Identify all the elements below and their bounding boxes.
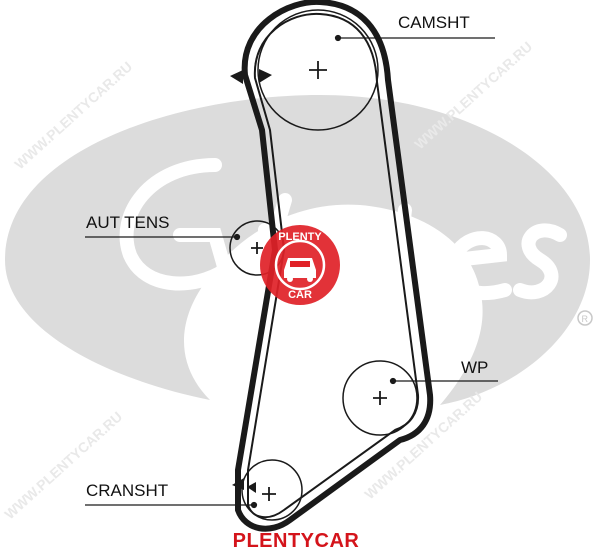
camshaft-pulley-circle	[257, 9, 379, 131]
water-pump-label: WP	[461, 358, 488, 377]
url-watermark-text: WWW.PLENTYCAR.RU	[361, 388, 485, 502]
water-pump-center-plus-icon	[373, 391, 387, 405]
car-icon	[284, 258, 316, 282]
camshaft-timing-mark-icon	[230, 70, 243, 84]
water-pump-circle	[342, 360, 418, 436]
stamp-inner-ring	[274, 239, 326, 291]
camshaft-timing-mark-icon	[259, 69, 272, 83]
crankshaft-center-plus-icon	[262, 487, 276, 501]
camshaft-pulley	[257, 9, 379, 131]
water-pump-leader-dot	[389, 377, 397, 385]
camshaft-label: CAMSHT	[398, 13, 470, 32]
registered-mark-icon	[577, 310, 593, 326]
camshaft-leader-dot	[334, 34, 342, 42]
plentycar-stamp-logo: PLENTY CAR	[260, 225, 340, 305]
leader-lines	[85, 34, 498, 509]
timing-marks	[230, 69, 272, 493]
crankshaft-pulley	[241, 459, 303, 521]
crankshaft-circle	[241, 459, 303, 521]
camshaft-center-plus-icon	[309, 61, 327, 79]
footer-brand-text: PLENTYCAR	[233, 530, 360, 552]
gates-swoosh-shape	[5, 95, 590, 405]
auto-tensioner-center-plus-icon	[251, 242, 263, 254]
stamp-top-text: PLENTY	[278, 231, 322, 243]
crankshaft-leader-dot	[250, 501, 258, 509]
svg-text:R: R	[582, 314, 589, 324]
water-pump-pulley	[342, 360, 418, 436]
auto-tensioner-label: AUT TENS	[86, 213, 169, 232]
crankshaft-timing-mark-icon	[247, 482, 256, 493]
crankshaft-timing-mark-icon	[232, 478, 244, 490]
belt-outer-edge	[235, 0, 434, 532]
stamp-bottom-text: CAR	[288, 289, 312, 301]
auto-tensioner-leader-dot	[233, 233, 241, 241]
crankshaft-label: CRANSHT	[86, 481, 168, 500]
